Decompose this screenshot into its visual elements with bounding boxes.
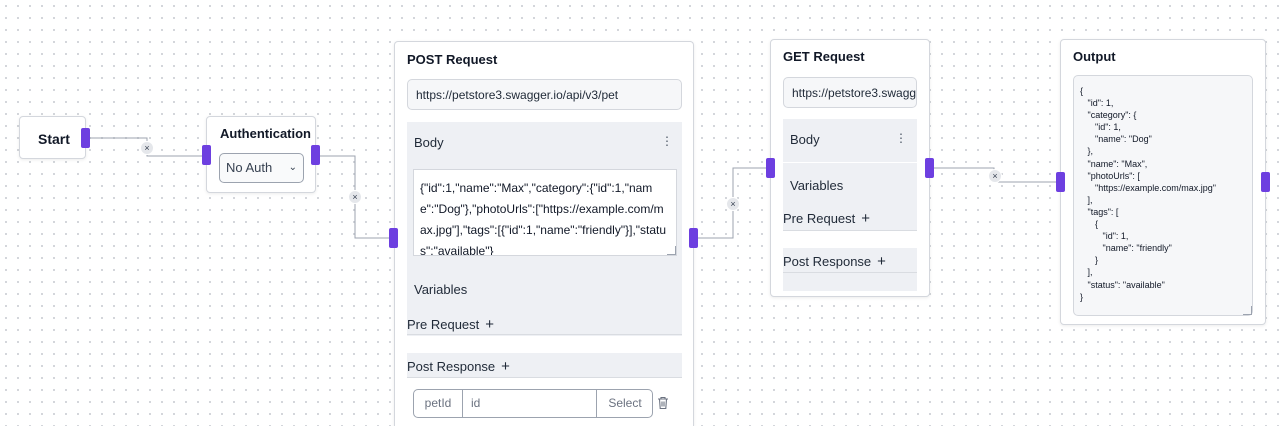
- output-output-handle[interactable]: [1261, 172, 1270, 192]
- param-key-field[interactable]: petId: [414, 390, 463, 417]
- textarea-resize-handle[interactable]: [667, 246, 676, 255]
- chevron-down-icon: ⌄: [288, 162, 297, 173]
- start-node[interactable]: Start: [19, 116, 86, 159]
- post-variables-label: Variables: [414, 282, 468, 297]
- start-output-handle[interactable]: [81, 128, 90, 148]
- get-variables-label: Variables: [790, 178, 844, 193]
- post-response-section: [407, 353, 682, 377]
- get-post-response-label[interactable]: Post Response +: [783, 253, 886, 270]
- auth-node[interactable]: Authentication No Auth ⌄: [206, 116, 316, 193]
- param-select-button[interactable]: Select: [608, 396, 642, 410]
- divider: [407, 377, 682, 378]
- post-post-response-label[interactable]: Post Response +: [407, 358, 510, 375]
- textarea-resize-handle[interactable]: [1243, 306, 1252, 315]
- edge-delete-button[interactable]: ×: [348, 190, 362, 204]
- auth-output-handle[interactable]: [311, 145, 320, 165]
- post-response-text: Post Response: [407, 359, 496, 374]
- post-variables-section: [407, 266, 682, 336]
- post-response-text: Post Response: [783, 254, 872, 269]
- get-body-section: [783, 119, 917, 162]
- param-value-input[interactable]: id: [463, 390, 597, 417]
- post-request-node[interactable]: POST Request https://petstore3.swagger.i…: [394, 41, 694, 426]
- add-post-response-icon[interactable]: +: [501, 358, 510, 375]
- add-pre-request-icon[interactable]: +: [861, 210, 871, 227]
- get-footer-band: [783, 273, 917, 291]
- divider: [783, 272, 917, 273]
- auth-input-handle[interactable]: [202, 145, 211, 165]
- get-body-label: Body: [790, 132, 820, 147]
- output-title: Output: [1073, 49, 1116, 64]
- pre-request-text: Pre Request: [407, 317, 480, 332]
- add-post-response-icon[interactable]: +: [877, 253, 886, 270]
- output-textarea[interactable]: { "id": 1, "category": { "id": 1, "name"…: [1073, 75, 1253, 316]
- get-output-handle[interactable]: [925, 158, 934, 178]
- start-node-title: Start: [38, 131, 70, 147]
- param-row: petId id Select: [413, 389, 653, 418]
- post-url-input[interactable]: https://petstore3.swagger.io/api/v3/pet: [407, 79, 682, 110]
- post-pre-request-label[interactable]: Pre Request +: [407, 316, 494, 333]
- post-body-section: [407, 122, 682, 164]
- divider: [783, 230, 917, 231]
- edge-delete-button[interactable]: ×: [726, 197, 740, 211]
- get-post-response-section: [783, 248, 917, 272]
- post-output-handle[interactable]: [689, 228, 698, 248]
- post-request-title: POST Request: [407, 52, 498, 67]
- auth-type-select[interactable]: No Auth ⌄: [219, 153, 304, 183]
- trash-icon[interactable]: [657, 396, 669, 410]
- post-input-handle[interactable]: [389, 228, 398, 248]
- get-request-title: GET Request: [783, 49, 865, 64]
- get-pre-request-label[interactable]: Pre Request +: [783, 210, 870, 227]
- get-request-node[interactable]: GET Request https://petstore3.swagger.io…: [770, 39, 930, 297]
- auth-node-title: Authentication: [220, 126, 311, 141]
- edge-delete-button[interactable]: ×: [140, 141, 154, 155]
- add-pre-request-icon[interactable]: +: [485, 316, 495, 333]
- kebab-menu-icon[interactable]: ⋮: [895, 131, 907, 145]
- output-input-handle[interactable]: [1056, 172, 1065, 192]
- get-input-handle[interactable]: [766, 158, 775, 178]
- auth-type-value: No Auth: [226, 160, 273, 175]
- output-node[interactable]: Output { "id": 1, "category": { "id": 1,…: [1060, 39, 1266, 325]
- edge-delete-button[interactable]: ×: [988, 169, 1002, 183]
- get-variables-section: [783, 163, 917, 230]
- post-body-label: Body: [414, 135, 444, 150]
- pre-request-text: Pre Request: [783, 211, 856, 226]
- kebab-menu-icon[interactable]: ⋮: [661, 134, 673, 148]
- post-body-textarea[interactable]: {"id":1,"name":"Max","category":{"id":1,…: [413, 169, 677, 256]
- divider: [407, 334, 682, 335]
- get-url-input[interactable]: https://petstore3.swagger.io/api/v3/pet: [783, 77, 917, 108]
